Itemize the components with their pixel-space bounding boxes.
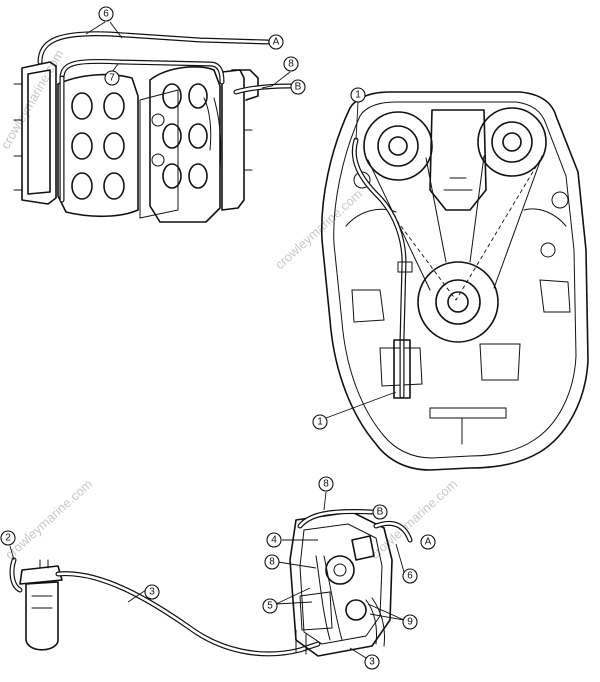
callout-8-mid: 8 <box>264 554 280 570</box>
leader-lines <box>9 21 405 659</box>
callout-B-bottom: B <box>372 504 388 520</box>
callout-3-bottom: 3 <box>364 654 380 670</box>
callout-4: 4 <box>266 532 282 548</box>
svg-text:A: A <box>425 537 432 548</box>
callout-8-top: 8 <box>283 56 299 72</box>
watermark-center: crowleymarine.com <box>272 186 365 272</box>
callout-7: 7 <box>104 70 120 86</box>
callout-1-bottom: 1 <box>312 414 328 430</box>
fuel-hose-3 <box>55 571 321 657</box>
callout-A-top: A <box>268 34 284 50</box>
svg-text:6: 6 <box>407 571 413 582</box>
callout-2: 2 <box>0 530 16 546</box>
callout-5: 5 <box>262 598 278 614</box>
svg-text:6: 6 <box>103 9 109 20</box>
svg-text:B: B <box>377 507 384 518</box>
fuel-filter-view <box>9 557 63 651</box>
svg-text:8: 8 <box>288 59 294 70</box>
engine-front-view <box>320 91 589 471</box>
svg-text:2: 2 <box>5 533 11 544</box>
callout-1-top: 1 <box>350 87 366 103</box>
watermark-bottom-left: crowleymarine.com <box>2 476 95 562</box>
svg-text:3: 3 <box>369 657 375 668</box>
fuel-pump-assembly-view <box>289 509 413 657</box>
callout-8-bottom: 8 <box>318 476 334 492</box>
svg-text:7: 7 <box>109 73 115 84</box>
svg-text:B: B <box>295 82 302 93</box>
svg-text:5: 5 <box>267 601 273 612</box>
callout-9: 9 <box>402 614 418 630</box>
callout-6-right: 6 <box>402 568 418 584</box>
callout-A-bottom: A <box>420 534 436 550</box>
svg-text:9: 9 <box>407 617 413 628</box>
callout-3-left: 3 <box>144 584 160 600</box>
svg-text:8: 8 <box>269 557 275 568</box>
svg-text:A: A <box>273 37 280 48</box>
callout-6-top: 6 <box>98 6 114 22</box>
svg-text:8: 8 <box>323 479 329 490</box>
svg-text:3: 3 <box>149 587 155 598</box>
svg-text:4: 4 <box>271 535 277 546</box>
svg-text:1: 1 <box>355 90 361 101</box>
callout-B-top: B <box>290 79 306 95</box>
cylinder-heads-view <box>13 31 293 223</box>
svg-text:1: 1 <box>317 417 323 428</box>
